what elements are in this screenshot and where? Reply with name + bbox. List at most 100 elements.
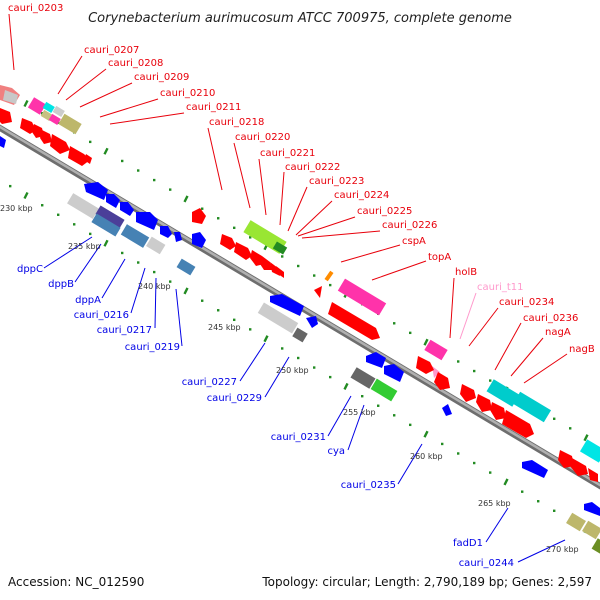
feature-cauri_0217[interactable]: [192, 232, 206, 248]
gene-label-cspA[interactable]: cspA: [402, 236, 426, 247]
feature-rev-11[interactable]: [584, 502, 600, 516]
feature-fwd-14[interactable]: [588, 468, 598, 482]
gene-label-cauri_t11[interactable]: cauri_t11: [477, 282, 524, 293]
feature-cya[interactable]: [370, 378, 398, 402]
gene-label-cauri_0207[interactable]: cauri_0207: [84, 45, 139, 56]
gene-label-cauri_0225[interactable]: cauri_0225: [357, 206, 412, 217]
feature-rev-10[interactable]: [384, 364, 404, 382]
feature-topA-cds[interactable]: [328, 302, 380, 340]
feature-cauri_0219[interactable]: [176, 258, 196, 276]
feature-cauri_0222[interactable]: [220, 234, 236, 250]
gene-label-cauri_0218[interactable]: cauri_0218: [209, 117, 264, 128]
gene-label-topA[interactable]: topA: [428, 252, 451, 263]
gene-label-cauri_0203[interactable]: cauri_0203: [8, 3, 63, 14]
feature-fwd-8[interactable]: [476, 394, 492, 412]
feature-rev-2[interactable]: [106, 194, 120, 208]
feature-rev-7[interactable]: [270, 294, 304, 316]
gene-label-cauri_0216[interactable]: cauri_0216: [74, 310, 129, 321]
gene-label-cauri_0219[interactable]: cauri_0219: [125, 342, 180, 353]
gene-label-cauri_0229[interactable]: cauri_0229: [207, 393, 262, 404]
feature-cauri_0221[interactable]: [272, 241, 288, 255]
feature-cauri_0209[interactable]: [52, 105, 65, 118]
gene-label-cauri_0222[interactable]: cauri_0222: [285, 162, 340, 173]
gene-label-nagB[interactable]: nagB: [569, 344, 595, 355]
feature-fadD1[interactable]: [522, 460, 548, 478]
feature-fwd-1[interactable]: [0, 108, 12, 124]
feature-cauri_0226b[interactable]: [276, 266, 284, 278]
feature-topA[interactable]: [337, 278, 387, 316]
feature-cauri_0244b[interactable]: [582, 520, 600, 540]
gene-label-holB[interactable]: holB: [455, 267, 477, 278]
feature-cauri_0210b[interactable]: [48, 113, 61, 126]
gene-label-nagA[interactable]: nagA: [545, 327, 571, 338]
feature-cauri_0234[interactable]: [434, 372, 450, 390]
feature-dppB[interactable]: [95, 205, 125, 229]
feature-fwd-11[interactable]: [579, 439, 600, 463]
feature-cauri_0244[interactable]: [566, 512, 586, 532]
feature-rev-0[interactable]: [0, 136, 6, 148]
feature-cauri_0207[interactable]: [27, 97, 47, 115]
feature-nagB[interactable]: [512, 391, 552, 423]
feature-dppC[interactable]: [67, 193, 99, 219]
feature-rev-12[interactable]: [591, 538, 600, 554]
feature-cauri_0223[interactable]: [234, 242, 252, 260]
gene-label-cauri_0210[interactable]: cauri_0210: [160, 88, 215, 99]
feature-cauri_0226[interactable]: [270, 262, 280, 276]
feature-fwd-6[interactable]: [68, 146, 90, 166]
feature-fwd-5[interactable]: [50, 134, 70, 154]
feature-cauri_0218[interactable]: [192, 208, 206, 224]
feature-fwd-10[interactable]: [502, 410, 534, 438]
feature-fwd-12[interactable]: [558, 450, 574, 468]
gene-label-cauri_0224[interactable]: cauri_0224: [334, 190, 389, 201]
gene-label-cauri_0244[interactable]: cauri_0244: [459, 558, 514, 569]
feature-cauri_t11[interactable]: [432, 366, 440, 378]
feature-cauri_0211[interactable]: [58, 113, 82, 135]
feature-cauri_0231[interactable]: [350, 367, 376, 389]
feature-cauri_0208[interactable]: [42, 101, 55, 114]
feature-rev-6[interactable]: [174, 232, 182, 242]
feature-fwd-9[interactable]: [490, 402, 506, 420]
feature-rev-1[interactable]: [84, 182, 108, 200]
feature-fwd-7[interactable]: [84, 154, 92, 164]
feature-holB-cds[interactable]: [416, 356, 434, 374]
gene-label-fadD1[interactable]: fadD1: [453, 538, 483, 549]
gene-label-cauri_0231[interactable]: cauri_0231: [271, 432, 326, 443]
feature-rev-4[interactable]: [136, 212, 158, 230]
feature-dppB2[interactable]: [91, 213, 121, 237]
gene-label-cauri_0226[interactable]: cauri_0226: [382, 220, 437, 231]
feature-fwd-4[interactable]: [40, 130, 52, 144]
feature-rev-3[interactable]: [120, 202, 134, 216]
feature-dppA[interactable]: [120, 224, 150, 248]
gene-label-cauri_0221[interactable]: cauri_0221: [260, 148, 315, 159]
gene-label-dppC[interactable]: dppC: [17, 264, 43, 275]
feature-cauri_0203b[interactable]: [3, 90, 18, 104]
gene-label-cauri_0235[interactable]: cauri_0235: [341, 480, 396, 491]
feature-cauri_0236[interactable]: [460, 384, 476, 402]
feature-cauri_0235[interactable]: [442, 404, 452, 416]
feature-cauri_0225[interactable]: [260, 256, 272, 270]
feature-rev-9[interactable]: [366, 352, 386, 368]
feature-holB[interactable]: [424, 339, 448, 361]
feature-cspA-arrow[interactable]: [314, 286, 322, 298]
gene-label-cauri_0223[interactable]: cauri_0223: [309, 176, 364, 187]
gene-label-cauri_0234[interactable]: cauri_0234: [499, 297, 554, 308]
feature-rev-5[interactable]: [160, 226, 172, 238]
feature-fwd-2[interactable]: [20, 118, 36, 134]
gene-label-cauri_0217[interactable]: cauri_0217: [97, 325, 152, 336]
gene-label-cya[interactable]: cya: [327, 446, 345, 457]
feature-cauri_0229[interactable]: [292, 327, 308, 343]
gene-label-cauri_0227[interactable]: cauri_0227: [182, 377, 237, 388]
gene-label-cauri_0208[interactable]: cauri_0208: [108, 58, 163, 69]
gene-label-dppB[interactable]: dppB: [48, 279, 74, 290]
feature-cauri_0227[interactable]: [257, 302, 299, 334]
feature-nagA[interactable]: [486, 379, 520, 407]
feature-cauri_0216[interactable]: [146, 236, 166, 255]
gene-label-cauri_0220[interactable]: cauri_0220: [235, 132, 290, 143]
gene-label-dppA[interactable]: dppA: [75, 295, 101, 306]
feature-rev-8[interactable]: [306, 316, 318, 328]
feature-fwd-13[interactable]: [570, 458, 588, 476]
feature-cspA[interactable]: [324, 270, 334, 282]
gene-label-cauri_0236[interactable]: cauri_0236: [523, 313, 578, 324]
gene-label-cauri_0211[interactable]: cauri_0211: [186, 102, 241, 113]
gene-label-cauri_0209[interactable]: cauri_0209: [134, 72, 189, 83]
